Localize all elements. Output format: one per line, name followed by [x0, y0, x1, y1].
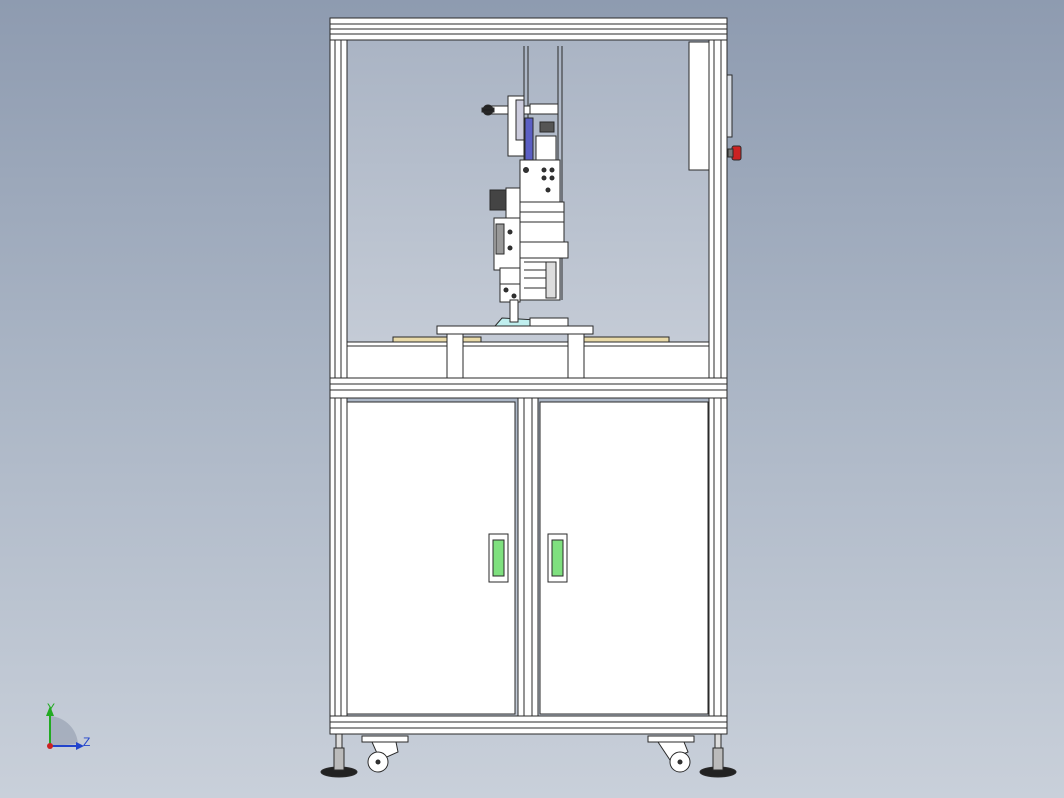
y-axis-label: Y	[47, 701, 55, 715]
lower-cabinet	[329, 397, 728, 735]
coordinate-triad: Y Z	[46, 701, 90, 750]
side-panel	[726, 74, 733, 138]
middle-rail	[329, 377, 728, 399]
control-panel	[688, 41, 742, 171]
work-table	[346, 317, 710, 379]
column-right	[567, 332, 585, 379]
left-post-upper	[329, 39, 348, 381]
left-post-lower	[329, 397, 348, 717]
labeling-head	[481, 46, 569, 323]
cabinet-door-right	[539, 401, 709, 715]
feet-and-casters	[320, 733, 737, 778]
cabinet-door-left	[346, 401, 516, 715]
x-axis-icon	[47, 743, 53, 749]
column-left	[446, 332, 464, 379]
reel-roller	[524, 117, 534, 161]
base-plate	[436, 325, 594, 335]
table-top	[346, 341, 710, 379]
electrical-box	[688, 41, 710, 171]
right-post-lower	[708, 397, 728, 717]
triad-shade	[50, 716, 78, 746]
bottom-rail	[329, 715, 728, 735]
right-post-upper	[708, 39, 728, 381]
door-handles	[488, 533, 568, 583]
z-axis-label: Z	[83, 735, 90, 749]
